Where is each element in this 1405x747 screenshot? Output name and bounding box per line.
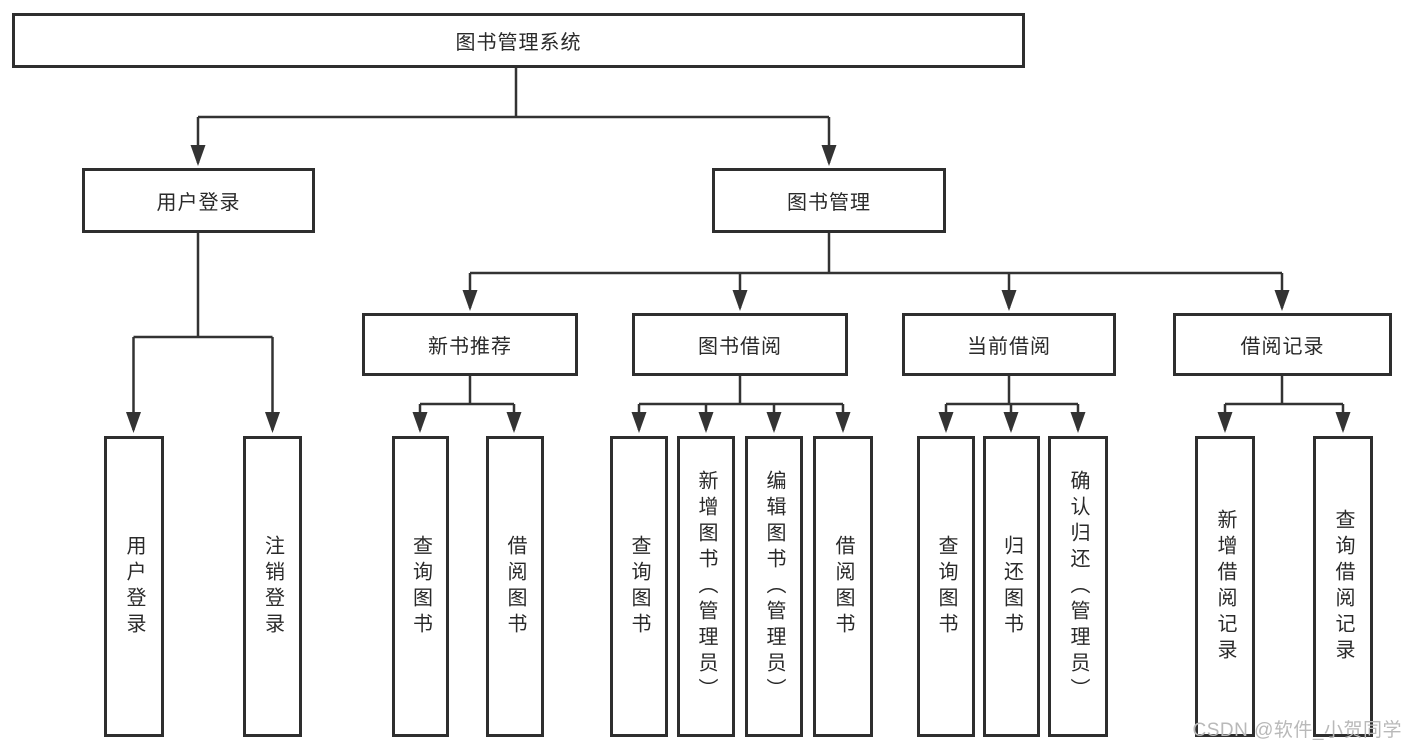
edge-book-management-split xyxy=(470,233,1282,275)
leaf-logout: 注销登录 xyxy=(243,436,302,737)
edge-root-split xyxy=(198,68,829,119)
leaf-label: 查询图书 xyxy=(409,534,432,639)
leaf-query-books-b: 查询图书 xyxy=(610,436,668,737)
node-borrowing-records: 借阅记录 xyxy=(1173,313,1392,376)
leaf-label: 查询图书 xyxy=(628,534,650,639)
node-book-management: 图书管理 xyxy=(712,168,946,233)
leaf-borrow-books-a: 借阅图书 xyxy=(486,436,544,737)
leaf-borrow-books-b: 借阅图书 xyxy=(813,436,873,737)
node-new-book-recommendation: 新书推荐 xyxy=(362,313,578,376)
leaf-label: 查询借阅记录 xyxy=(1332,508,1354,665)
edge-new-book-split xyxy=(420,376,514,406)
leaf-label: 归还图书 xyxy=(1000,534,1023,639)
leaf-return-books: 归还图书 xyxy=(983,436,1040,737)
leaf-confirm-return-admin: 确认归还（管理员） xyxy=(1048,436,1108,737)
node-label: 图书管理 xyxy=(787,192,871,214)
edge-borrowing-records-split xyxy=(1225,376,1343,406)
leaf-label: 确认归还（管理员） xyxy=(1067,469,1089,704)
edge-book-borrowing-split xyxy=(639,376,843,406)
leaf-label: 注销登录 xyxy=(261,534,284,639)
leaf-query-books-c: 查询图书 xyxy=(917,436,975,737)
node-root: 图书管理系统 xyxy=(12,13,1025,68)
leaf-label: 用户登录 xyxy=(123,534,145,639)
node-label: 用户登录 xyxy=(156,192,241,214)
node-current-borrowing: 当前借阅 xyxy=(902,313,1116,376)
leaf-label: 编辑图书（管理员） xyxy=(763,469,785,704)
edge-user-login-split xyxy=(133,233,273,339)
node-label: 图书管理系统 xyxy=(455,32,582,54)
leaf-label: 查询图书 xyxy=(935,534,957,639)
node-label: 图书借阅 xyxy=(698,336,782,358)
leaf-label: 借阅图书 xyxy=(832,534,854,639)
leaf-label: 新增图书（管理员） xyxy=(695,469,717,704)
node-user-login: 用户登录 xyxy=(82,168,315,233)
leaf-label: 新增借阅记录 xyxy=(1214,508,1236,665)
node-label: 新书推荐 xyxy=(428,336,512,358)
leaf-edit-book-admin: 编辑图书（管理员） xyxy=(745,436,803,737)
leaf-query-borrow-record: 查询借阅记录 xyxy=(1313,436,1373,737)
watermark-text: CSDN @软件_小贺同学 xyxy=(1192,720,1402,741)
node-label: 借阅记录 xyxy=(1240,336,1325,358)
leaf-query-books-a: 查询图书 xyxy=(392,436,449,737)
leaf-label: 借阅图书 xyxy=(504,534,526,639)
edge-current-borrowing-split xyxy=(946,376,1078,406)
leaf-add-borrow-record: 新增借阅记录 xyxy=(1195,436,1255,737)
node-book-borrowing: 图书借阅 xyxy=(632,313,848,376)
leaf-user-login: 用户登录 xyxy=(104,436,164,737)
leaf-add-book-admin: 新增图书（管理员） xyxy=(677,436,735,737)
node-label: 当前借阅 xyxy=(967,336,1051,358)
